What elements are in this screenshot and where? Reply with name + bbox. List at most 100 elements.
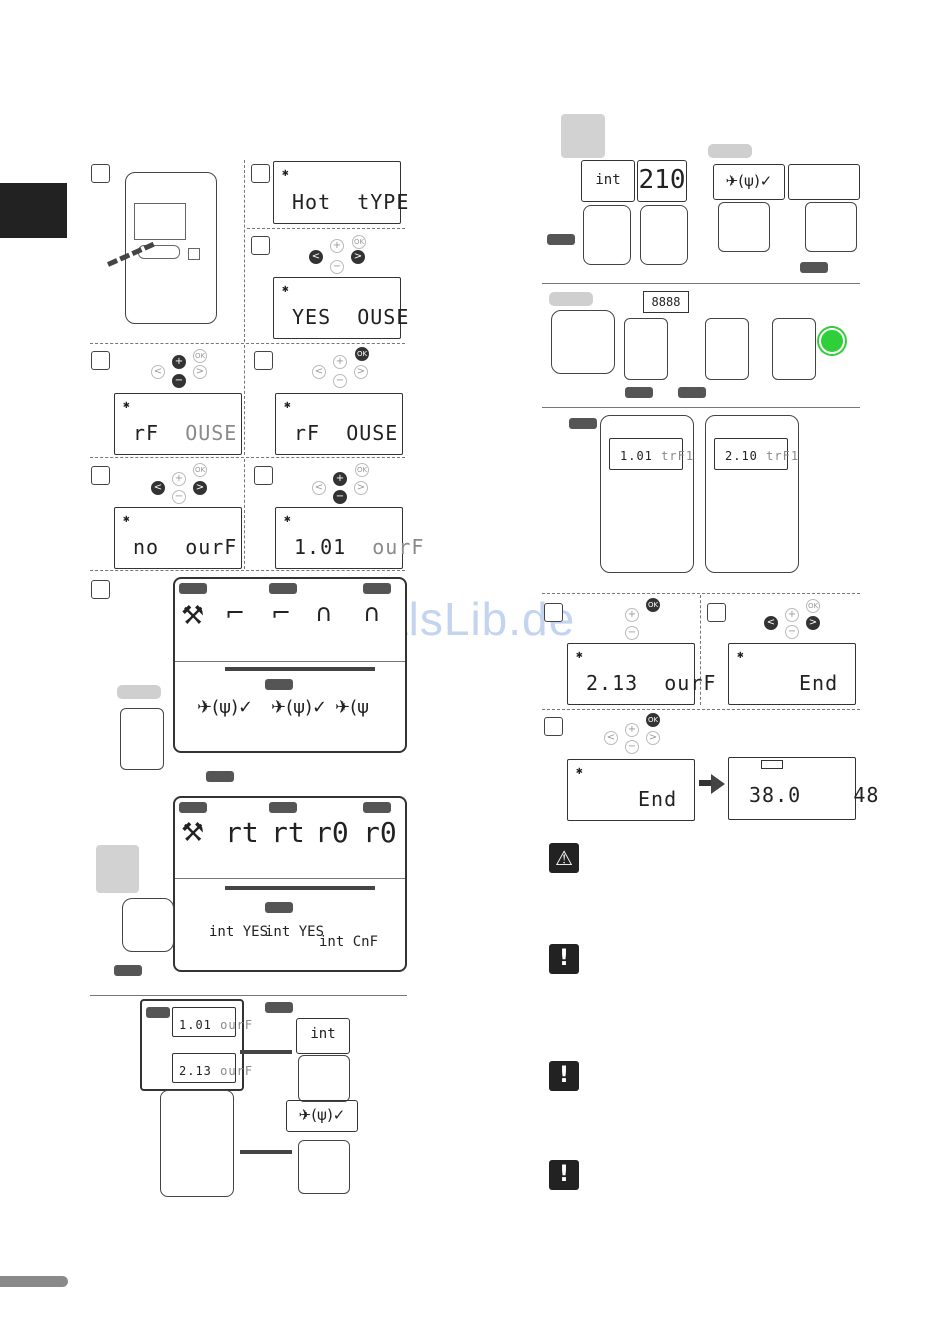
lcd-left: 2.10 bbox=[725, 449, 758, 463]
flow-arrow bbox=[225, 886, 375, 890]
lcd-right: ourF bbox=[372, 535, 425, 559]
plus-button[interactable]: + bbox=[625, 723, 639, 737]
right-button[interactable]: > bbox=[806, 616, 820, 630]
lcd-display: ✱ End bbox=[728, 643, 856, 705]
thermostat-base bbox=[705, 318, 749, 380]
lcd-right: ourF bbox=[185, 535, 238, 559]
right-button[interactable]: > bbox=[354, 365, 368, 379]
tag bbox=[800, 262, 828, 273]
minus-button[interactable]: − bbox=[625, 626, 639, 640]
minus-button[interactable]: − bbox=[330, 260, 344, 274]
step-marker bbox=[96, 845, 139, 893]
ok-button[interactable]: OK bbox=[352, 235, 366, 249]
tag bbox=[569, 418, 597, 429]
minus-button[interactable]: − bbox=[785, 625, 799, 639]
left-button[interactable]: < bbox=[312, 481, 326, 495]
plus-button[interactable]: + bbox=[333, 355, 347, 369]
antenna-icon: ✈(ψ)✓ bbox=[197, 697, 254, 718]
minus-button[interactable]: − bbox=[172, 374, 186, 388]
right-button[interactable]: > bbox=[351, 250, 365, 264]
thermostat-device bbox=[298, 1055, 350, 1102]
ok-button[interactable]: OK bbox=[193, 463, 207, 477]
lcd-display: ✱ End bbox=[567, 759, 695, 821]
led-indicator bbox=[819, 328, 845, 354]
flow-arrow bbox=[225, 667, 375, 671]
lcd-right: ourF bbox=[220, 1018, 254, 1032]
divider bbox=[175, 661, 405, 662]
right-button[interactable]: > bbox=[646, 731, 660, 745]
lcd-right: ourF bbox=[220, 1064, 254, 1078]
thermostat-bubble: 210 bbox=[637, 160, 687, 202]
lcd-display: ✱ rF OUSE bbox=[114, 393, 242, 455]
right-button[interactable]: > bbox=[193, 481, 207, 495]
flow-arrow bbox=[240, 1150, 292, 1154]
lcd-right: OUSE bbox=[185, 421, 238, 445]
lcd-right: OUSE bbox=[346, 421, 399, 445]
right-button[interactable]: > bbox=[193, 365, 207, 379]
step-box bbox=[91, 351, 110, 370]
thermostat-base bbox=[624, 318, 668, 380]
left-button[interactable]: < bbox=[764, 616, 778, 630]
step-box bbox=[544, 603, 563, 622]
thermostat-code: rt bbox=[225, 816, 259, 849]
minus-button[interactable]: − bbox=[333, 490, 347, 504]
thermostat-device bbox=[120, 708, 164, 770]
ok-button[interactable]: OK bbox=[806, 599, 820, 613]
controller-device: 2.10 trF1 bbox=[705, 415, 799, 573]
thermostat-text: int YES bbox=[209, 924, 269, 940]
right-button[interactable]: > bbox=[354, 481, 368, 495]
left-button[interactable]: < bbox=[312, 365, 326, 379]
antenna-icon: ✈(ψ)✓ bbox=[271, 697, 328, 718]
lcd-right: 48 bbox=[853, 783, 880, 807]
plus-button[interactable]: + bbox=[625, 608, 639, 622]
step-box bbox=[251, 164, 270, 183]
tag bbox=[363, 583, 391, 594]
left-button[interactable]: < bbox=[604, 731, 618, 745]
thermostat-text: int CnF bbox=[319, 934, 379, 950]
lcd-display: 2.13 ourF bbox=[172, 1053, 252, 1083]
tag bbox=[363, 802, 391, 813]
left-button[interactable]: < bbox=[309, 250, 323, 264]
divider bbox=[90, 457, 405, 458]
tag bbox=[265, 1002, 293, 1013]
lcd-left: 38.0 bbox=[749, 783, 802, 807]
tag bbox=[625, 387, 653, 398]
lcd-left: YES bbox=[292, 305, 332, 329]
divider bbox=[244, 459, 245, 569]
left-button[interactable]: < bbox=[151, 365, 165, 379]
ok-button[interactable]: OK bbox=[646, 713, 660, 727]
lcd-display: ✱ Hot tYPE bbox=[273, 161, 408, 224]
minus-button[interactable]: − bbox=[625, 740, 639, 754]
plus-button[interactable]: + bbox=[785, 608, 799, 622]
thermostat-device bbox=[805, 202, 857, 252]
lcd-display: ✱ 2.13 ourF bbox=[567, 643, 715, 705]
ok-button[interactable]: OK bbox=[646, 598, 660, 612]
thermostat-sequence-panel: ⚒ ⌐ ⌐ ∩ ∩ ✈(ψ)✓ ✈(ψ)✓ ✈(ψ bbox=[173, 577, 407, 753]
thermostat-text: int YES bbox=[265, 924, 325, 940]
plus-button[interactable]: + bbox=[172, 472, 186, 486]
tag bbox=[269, 583, 297, 594]
thermostat-bubble: int YES bbox=[581, 160, 635, 226]
ok-button[interactable]: OK bbox=[193, 349, 207, 363]
tools-icon: ⚒ bbox=[181, 601, 205, 631]
lcd-display: ✱ no ourF bbox=[114, 507, 242, 569]
plus-button[interactable]: + bbox=[172, 355, 186, 369]
thermostat-device bbox=[122, 898, 174, 952]
lcd-right: trF1 bbox=[661, 449, 695, 463]
lcd-display: 1.01 trF1 bbox=[609, 438, 693, 470]
minus-button[interactable]: − bbox=[172, 490, 186, 504]
step-box bbox=[254, 466, 273, 485]
divider bbox=[542, 407, 860, 408]
minus-button[interactable]: − bbox=[333, 374, 347, 388]
left-button[interactable]: < bbox=[151, 481, 165, 495]
lcd-left: rF bbox=[294, 421, 321, 445]
ok-button[interactable]: OK bbox=[355, 347, 369, 361]
lcd-display: 1.01 ourF bbox=[172, 1007, 252, 1037]
plus-button[interactable]: + bbox=[333, 472, 347, 486]
ok-button[interactable]: OK bbox=[355, 463, 369, 477]
tag bbox=[269, 802, 297, 813]
divider bbox=[90, 343, 405, 344]
plus-button[interactable]: + bbox=[330, 239, 344, 253]
divider bbox=[90, 570, 405, 571]
thermostat-device bbox=[718, 202, 770, 252]
